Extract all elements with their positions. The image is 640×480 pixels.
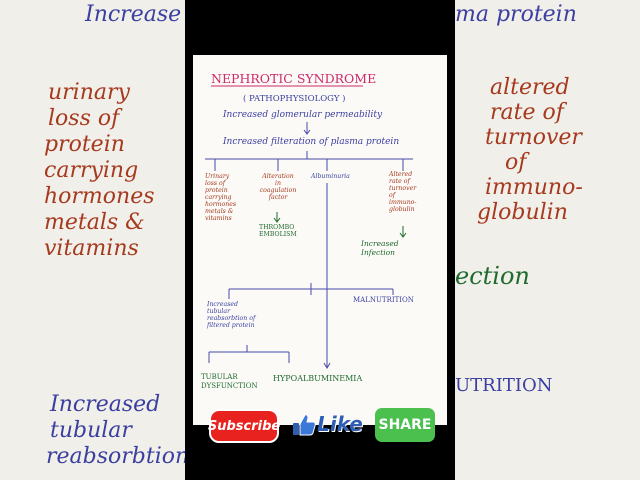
arrow-head (323, 362, 331, 369)
bg-text: rate of (490, 100, 564, 125)
bg-text: carrying (44, 158, 139, 183)
background-left-panel: Increase urinary loss of protein carryin… (0, 0, 185, 480)
video-frame: NEPHROTIC SYNDROME ( PATHOPHYSIOLOGY ) I… (185, 0, 455, 480)
diagram-subtitle: ( PATHOPHYSIOLOGY ) (243, 94, 346, 104)
bg-text: vitamins (44, 236, 139, 261)
thumbs-up-icon (293, 414, 316, 436)
like-label: Like (317, 412, 363, 436)
bg-text: urinary (48, 80, 130, 105)
share-label: SHARE (378, 417, 432, 433)
bg-text: turnover (485, 125, 582, 150)
bg-text: altered (490, 75, 570, 100)
share-button[interactable]: SHARE (375, 408, 435, 442)
bg-text: metals & (44, 210, 145, 235)
green-arrow-head (273, 217, 281, 223)
like-button[interactable]: Like (287, 405, 367, 443)
malnutrition-label: MALNUTRITION (353, 296, 414, 304)
bg-text: globulin (477, 200, 568, 225)
arrow-head (303, 129, 311, 135)
green-arrow-head (399, 232, 407, 238)
diagram-paper: NEPHROTIC SYNDROME ( PATHOPHYSIOLOGY ) I… (193, 55, 447, 425)
subscribe-button[interactable]: Subscribe (207, 409, 281, 443)
bg-text: Increase (85, 2, 182, 27)
bg-text: immuno- (485, 175, 583, 200)
bg-text: protein (44, 132, 125, 157)
background-right-panel: ma protein altered rate of turnover of i… (455, 0, 640, 480)
connector-lines (205, 85, 413, 369)
bg-text: loss of (48, 106, 120, 131)
bg-text: Increased (50, 392, 161, 417)
bg-text: tubular (50, 418, 132, 443)
bg-text: hormones (44, 184, 155, 209)
bg-text: of (505, 150, 527, 175)
bg-text: ma protein (455, 2, 577, 27)
diagram-title: NEPHROTIC SYNDROME (211, 71, 377, 86)
step-permeability: Increased glomerular permeability (223, 110, 383, 120)
bg-text: UTRITION (455, 375, 553, 396)
bg-text: ection (455, 262, 530, 290)
hypoalbuminemia-label: HYPOALBUMINEMIA (273, 374, 363, 383)
step-filtration: Increased filteration of plasma protein (223, 137, 400, 147)
bg-text: reabsorbtion (46, 444, 185, 469)
subscribe-label: Subscribe (207, 418, 281, 434)
albuminuria-label: Albuminuria (311, 173, 350, 180)
